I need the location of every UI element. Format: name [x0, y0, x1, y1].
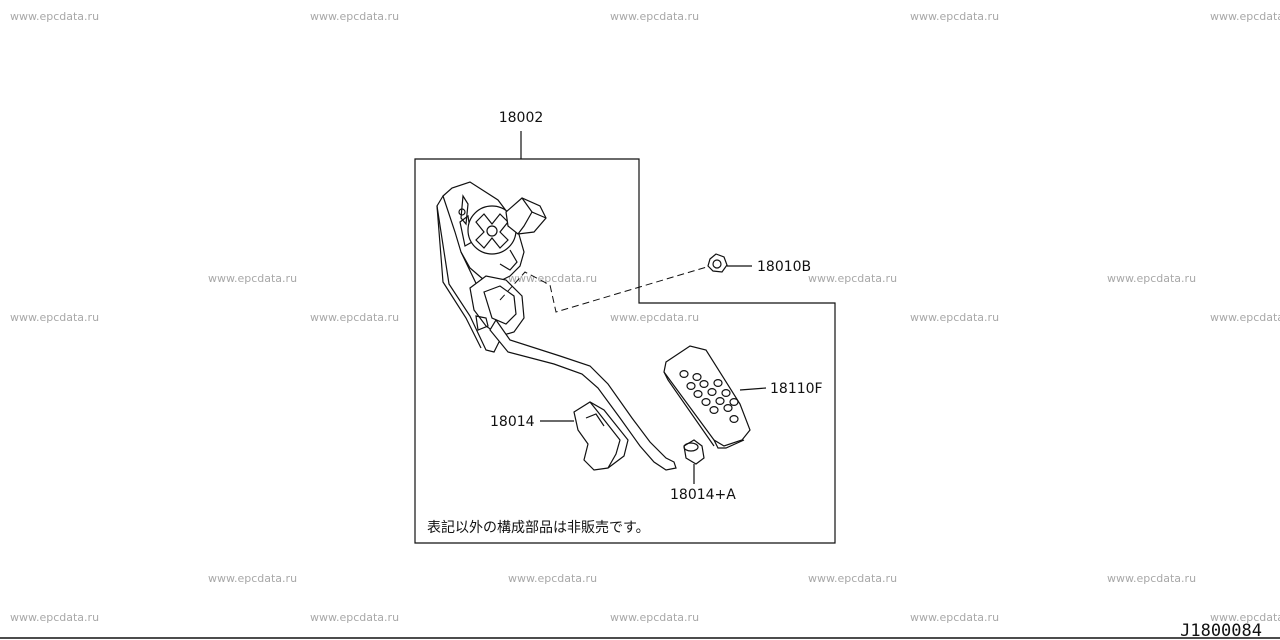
watermark-text: www.epcdata.ru [10, 311, 100, 324]
watermark-text: www.epcdata.ru [1210, 611, 1280, 624]
pedal-stopper-detail [585, 401, 621, 469]
callout-18110F[interactable]: 18110F [663, 345, 823, 449]
watermark-text: www.epcdata.ru [910, 10, 1000, 23]
watermark-text: www.epcdata.ru [808, 272, 898, 285]
callout-label-bushing: 18014+A [670, 487, 736, 503]
bushing [683, 439, 705, 465]
bracket-slot [460, 194, 469, 226]
sensor-connector-face [517, 197, 547, 235]
return-spring-housing [469, 275, 525, 337]
sensor-inner-ring [475, 213, 509, 249]
return-spring-detail [483, 285, 517, 325]
callout-18014[interactable]: 18014 [490, 401, 629, 471]
nut [707, 253, 728, 273]
watermark-text: www.epcdata.ru [1210, 10, 1280, 23]
watermark-text: www.epcdata.ru [610, 10, 700, 23]
sensor-connector [505, 197, 547, 235]
pedal-pad [663, 345, 751, 447]
watermark-text: www.epcdata.ru [1107, 272, 1197, 285]
callout-label-stopper: 18014 [490, 414, 535, 430]
nut-bore [712, 259, 722, 269]
accelerator-pedal-assembly [436, 181, 547, 353]
watermark-text: www.epcdata.ru [310, 10, 400, 23]
sensor-shaft [486, 225, 498, 237]
watermark-text: www.epcdata.ru [310, 611, 400, 624]
watermark-text: www.epcdata.ru [10, 611, 100, 624]
callout-label-nut: 18010B [757, 259, 811, 275]
watermark-text: www.epcdata.ru [910, 611, 1000, 624]
pedal-pad-grip-holes [679, 370, 739, 424]
bracket-flange-inner [436, 205, 482, 349]
pedal-arm [489, 318, 677, 471]
watermark-text: www.epcdata.ru [1210, 311, 1280, 324]
bushing-bore [683, 442, 699, 452]
leader-line [739, 387, 767, 391]
watermark-text: www.epcdata.ru [808, 572, 898, 585]
callout-label-assembly: 18002 [499, 110, 544, 126]
watermark-text: www.epcdata.ru [208, 572, 298, 585]
callout-18002[interactable]: 18002 [499, 110, 544, 159]
watermark-text: www.epcdata.ru [310, 311, 400, 324]
callout-label-pedal-pad: 18110F [770, 381, 823, 397]
sensor-link-arm [499, 249, 518, 271]
figure-code: J1800084 [1180, 621, 1262, 640]
assembly-boundary [414, 158, 836, 544]
pivot-pin [475, 315, 489, 331]
nut-reference-line [499, 265, 711, 313]
watermark-text: www.epcdata.ru [508, 572, 598, 585]
parts-note: 表記以外の構成部品は非販売です。 [427, 519, 650, 536]
watermark-text: www.epcdata.ru [508, 272, 598, 285]
watermark-text: www.epcdata.ru [208, 272, 298, 285]
watermark-text: www.epcdata.ru [910, 311, 1000, 324]
pedal-pad-edge [663, 371, 745, 449]
bracket-hole [458, 208, 466, 216]
watermark-text: www.epcdata.ru [610, 611, 700, 624]
watermark-text: www.epcdata.ru [610, 311, 700, 324]
callout-18010B[interactable]: 18010B [707, 253, 811, 275]
callout-18014-A[interactable]: 18014+A [670, 439, 736, 503]
watermark-text: www.epcdata.ru [10, 10, 100, 23]
watermark-text: www.epcdata.ru [1107, 572, 1197, 585]
